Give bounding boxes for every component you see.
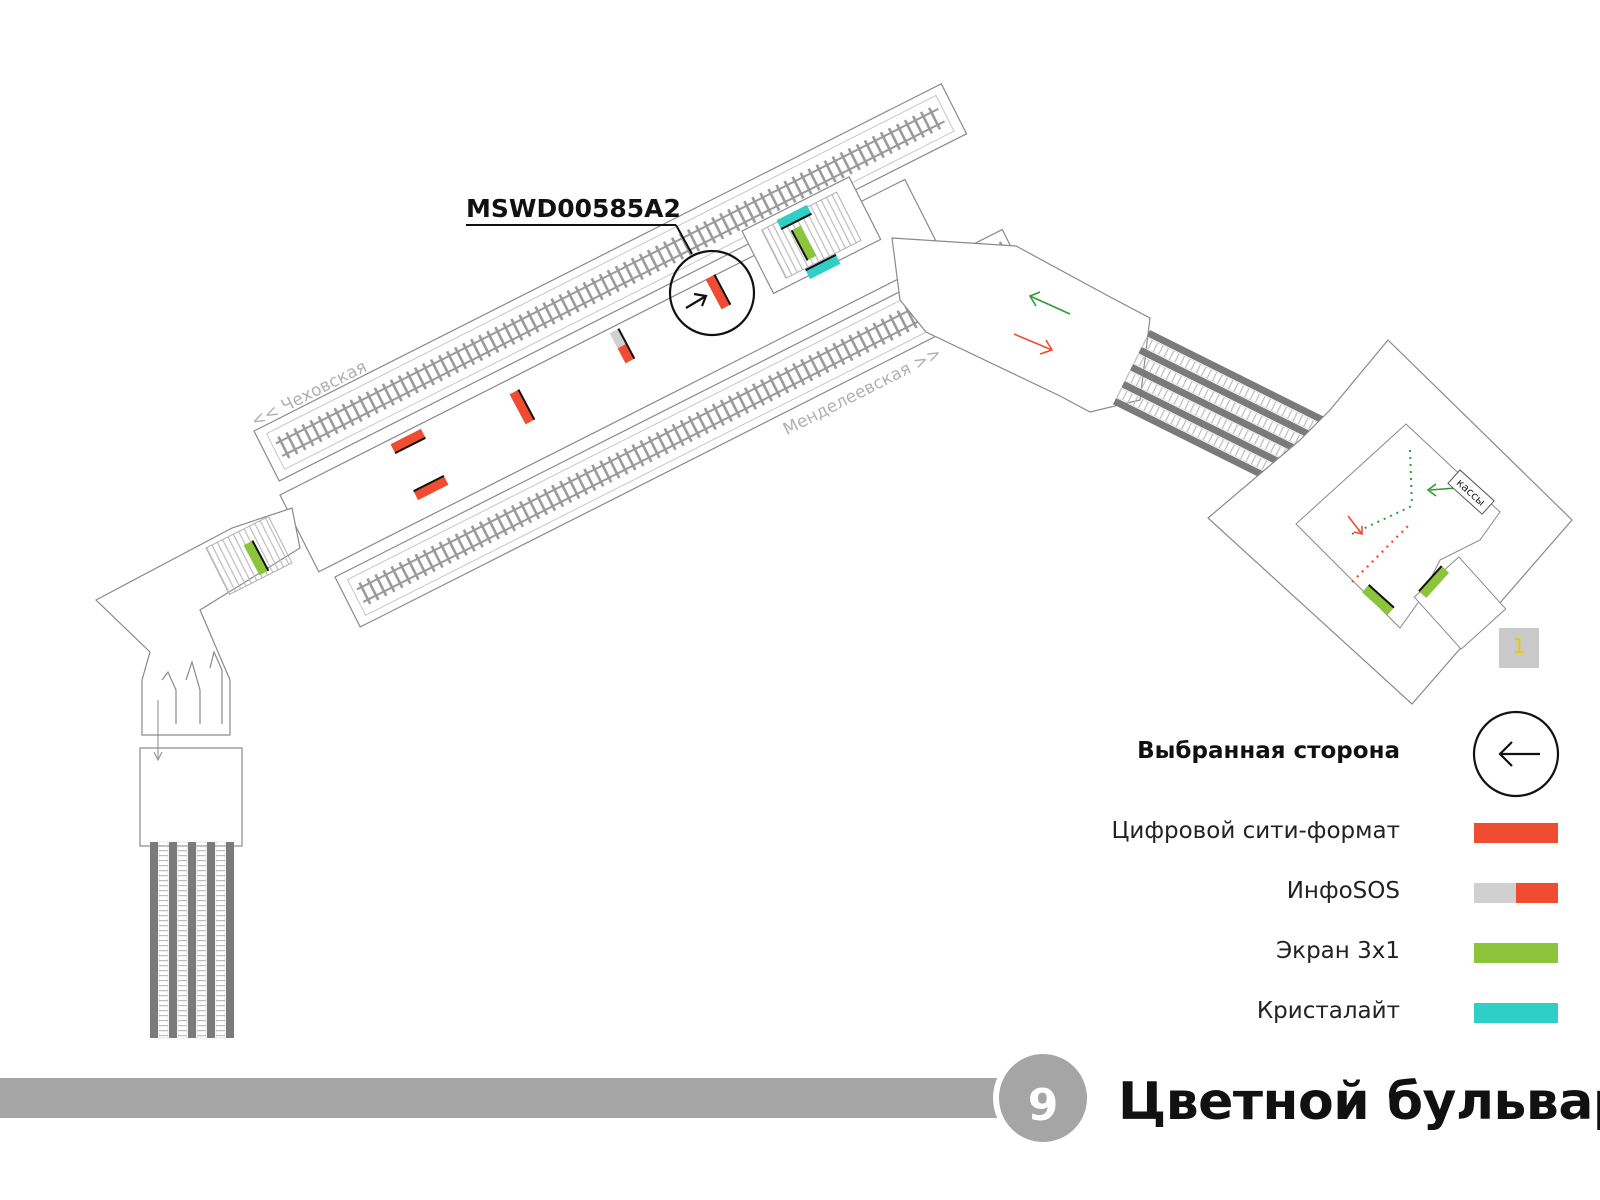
digital-city-format-swatch (1474, 823, 1558, 843)
carrier-red-selected[interactable] (705, 274, 732, 310)
platform-hall (253, 83, 1023, 628)
exit-number: 1 (1512, 634, 1526, 658)
infosos-swatch-red (1516, 883, 1558, 903)
legend-label-cristalight: Кристалайт (1256, 998, 1400, 1024)
carrier-red-1 (390, 428, 426, 455)
selected-side-icon (1472, 710, 1560, 798)
exit-1-box (1499, 628, 1539, 668)
panel-code: MSWD00585A2 (466, 194, 681, 223)
carrier-green-2 (790, 225, 817, 261)
cristalight-swatch (1474, 1003, 1558, 1023)
left-passage (94, 507, 301, 847)
carrier-cyan-2 (805, 253, 841, 280)
legend-label-infosos: ИнфоSOS (1286, 878, 1400, 904)
station-title: Цветной бульвар (1118, 1072, 1600, 1132)
left-escalators (150, 841, 234, 1039)
flow-arrows (1013, 291, 1071, 355)
selected-panel-callout (466, 224, 756, 337)
legend-selected-side: Выбранная сторона (1137, 738, 1400, 764)
legend-label-digital: Цифровой сити-формат (1111, 818, 1400, 844)
carrier-green-3 (1362, 584, 1395, 616)
carrier-cyan-1 (776, 204, 812, 231)
carrier-infosos (609, 328, 636, 364)
carrier-red-2 (413, 474, 449, 501)
screen-3x1-swatch (1474, 943, 1558, 963)
line-bar (0, 1048, 1093, 1148)
right-passage (891, 237, 1151, 413)
track-upper (253, 83, 968, 482)
carrier-red-3 (509, 389, 536, 425)
infosos-swatch-grey (1474, 883, 1516, 903)
line-number: 9 (1027, 1080, 1059, 1131)
right-escalators (1112, 330, 1329, 494)
legend-label-screen: Экран 3х1 (1276, 938, 1400, 964)
carrier-green-1 (243, 540, 270, 576)
carriers (243, 204, 1450, 616)
line-number-badge (993, 1048, 1093, 1148)
legend-swatches (1472, 710, 1560, 1023)
carrier-green-4 (1418, 565, 1450, 598)
